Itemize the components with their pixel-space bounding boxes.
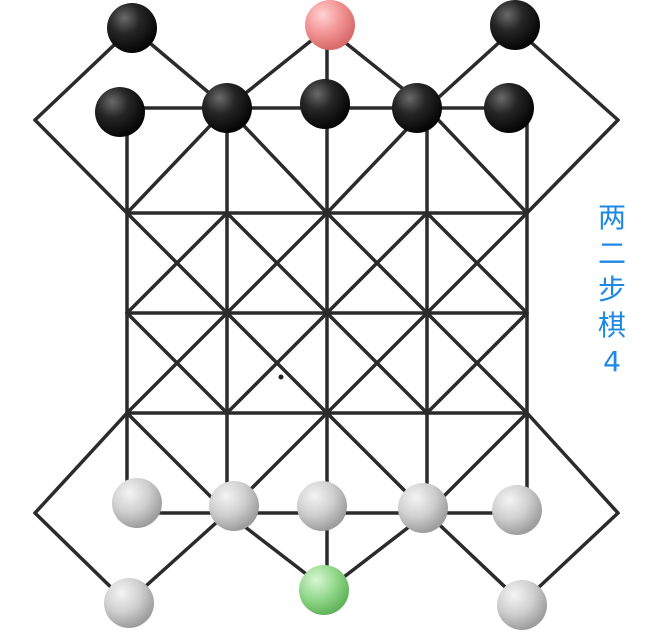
pieces — [95, 0, 547, 630]
green-piece-bottom-center[interactable] — [299, 565, 349, 615]
title-char-3: 步 — [597, 273, 626, 306]
gray-piece-bottom-right[interactable] — [497, 580, 547, 630]
game-title: 两 二 步 棋 4 — [596, 200, 628, 380]
black-piece-row1-col3[interactable] — [300, 79, 350, 129]
title-char-4: 棋 — [597, 309, 626, 342]
gray-piece-bottom-left[interactable] — [104, 578, 154, 628]
black-piece-row1-col5[interactable] — [484, 83, 534, 133]
gray-piece-row7-col5[interactable] — [492, 485, 542, 535]
gray-piece-row7-col2[interactable] — [209, 481, 259, 531]
black-piece-top-right[interactable] — [490, 0, 540, 50]
black-piece-row1-col4[interactable] — [392, 83, 442, 133]
black-piece-top-left[interactable] — [107, 3, 157, 53]
title-char-1: 两 — [597, 201, 626, 234]
red-piece-top-center[interactable] — [305, 0, 355, 50]
black-piece-row1-col1[interactable] — [95, 87, 145, 137]
gray-piece-row7-col4[interactable] — [398, 483, 448, 533]
black-piece-row1-col2[interactable] — [202, 83, 252, 133]
center-dot — [278, 374, 284, 380]
title-char-5: 4 — [603, 345, 621, 378]
gray-piece-row7-col3[interactable] — [297, 481, 347, 531]
gray-piece-row7-col1[interactable] — [112, 478, 162, 528]
title-char-2: 二 — [597, 237, 626, 270]
